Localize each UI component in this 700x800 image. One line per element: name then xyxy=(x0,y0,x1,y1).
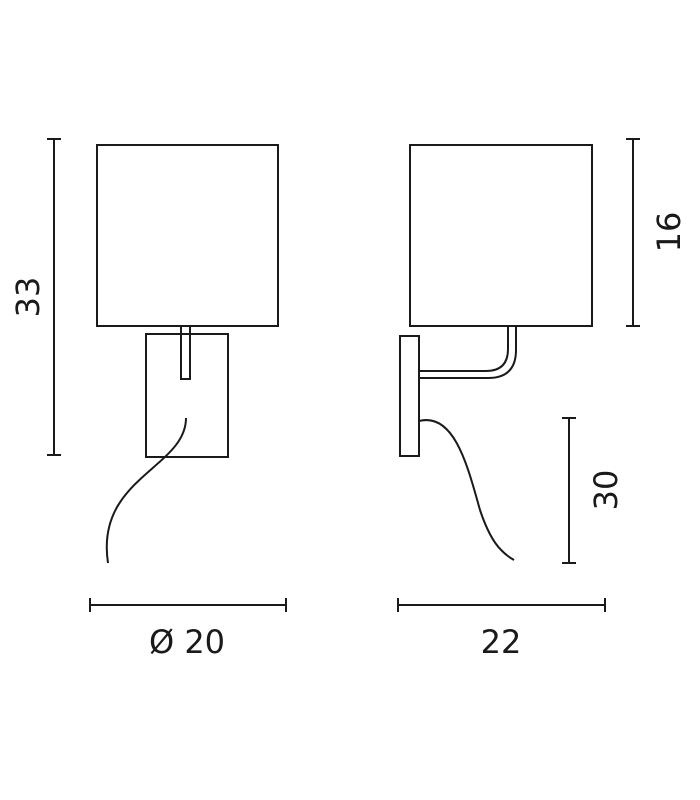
side-shade-height-label: 16 xyxy=(650,212,688,253)
front-height-dimension: 33 xyxy=(9,138,61,456)
front-lampshade xyxy=(96,144,279,327)
front-width-dimension: Ø 20 xyxy=(89,598,287,661)
front-stem xyxy=(180,325,191,380)
side-power-cord xyxy=(418,419,515,561)
side-wall-plate xyxy=(399,335,420,457)
side-mount-height-dimension: 30 xyxy=(562,417,625,564)
side-mount-height-label: 30 xyxy=(587,470,625,511)
front-wall-plate xyxy=(145,333,229,458)
side-arm-outer xyxy=(419,326,509,372)
front-height-label: 33 xyxy=(9,277,47,318)
side-depth-label: 22 xyxy=(481,623,522,661)
side-view xyxy=(399,144,593,561)
side-arm-inner xyxy=(419,326,517,379)
front-view xyxy=(96,144,279,564)
front-power-cord xyxy=(105,417,187,564)
side-shade-height-dimension: 16 xyxy=(626,138,688,327)
side-lampshade xyxy=(409,144,593,327)
side-depth-dimension: 22 xyxy=(397,598,606,661)
front-diameter-label: Ø 20 xyxy=(149,623,225,661)
